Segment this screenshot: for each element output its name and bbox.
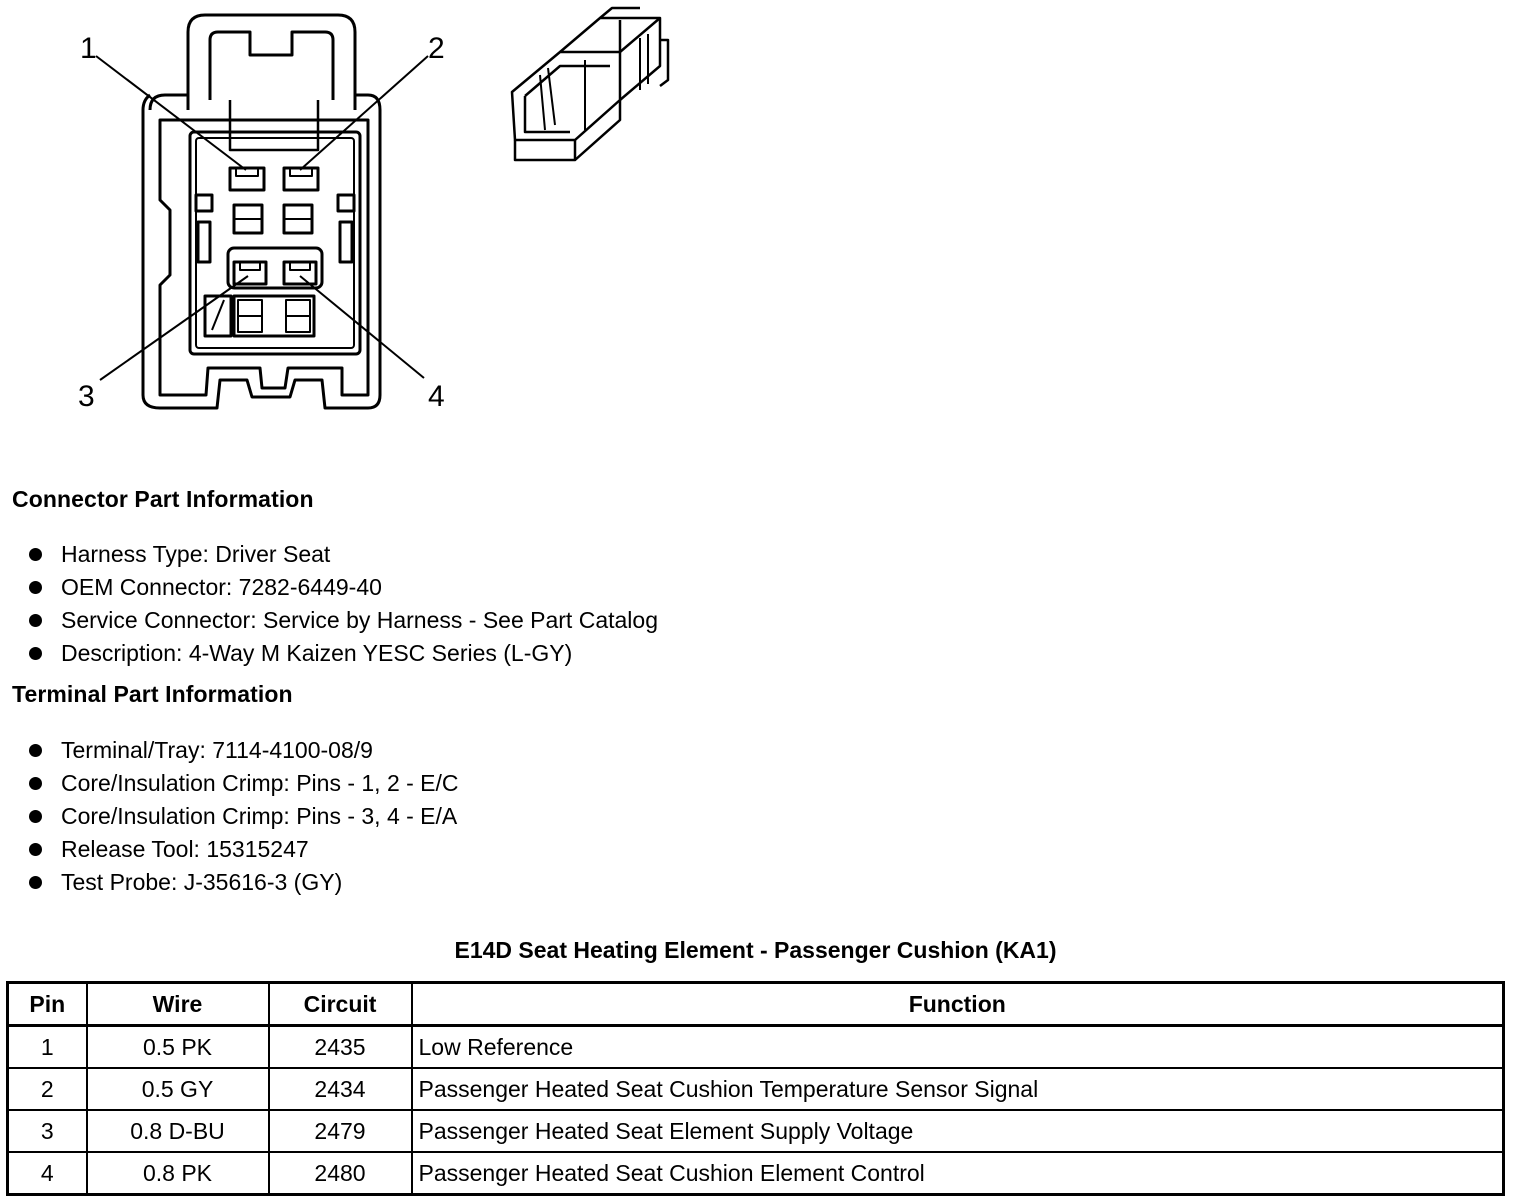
list-item: Service Connector: Service by Harness - … — [28, 604, 658, 637]
callout-3: 3 — [78, 380, 95, 413]
callout-1-leader — [95, 55, 247, 171]
bullet-icon — [29, 744, 42, 757]
circuit-cell: 2479 — [267, 1109, 413, 1153]
bullet-icon — [29, 876, 42, 889]
list-item: Harness Type: Driver Seat — [28, 538, 658, 571]
table-row: 3 0.8 D-BU 2479 Passenger Heated Seat El… — [6, 1109, 1505, 1153]
column-header-circuit: Circuit — [267, 981, 413, 1027]
column-header-pin: Pin — [6, 981, 88, 1027]
terminal-1-cavity — [228, 166, 266, 192]
table-header-row: Pin Wire Circuit Function — [6, 981, 1505, 1027]
terminal-info-list: Terminal/Tray: 7114-4100-08/9 Core/Insul… — [28, 734, 459, 899]
table-title: E14D Seat Heating Element - Passenger Cu… — [454, 937, 1057, 963]
pin-cell: 1 — [6, 1024, 88, 1069]
callout-1: 1 — [80, 32, 97, 65]
table-row: 4 0.8 PK 2480 Passenger Heated Seat Cush… — [6, 1151, 1505, 1196]
function-cell: Passenger Heated Seat Cushion Temperatur… — [410, 1067, 1505, 1111]
list-item: Description: 4-Way M Kaizen YESC Series … — [28, 637, 658, 670]
callout-4: 4 — [428, 380, 445, 413]
connector-diagram: 1 2 3 4 — [78, 6, 670, 413]
bullet-icon — [29, 777, 42, 790]
function-cell: Passenger Heated Seat Element Supply Vol… — [410, 1109, 1505, 1153]
connector-latch-inner — [208, 30, 335, 100]
connector-info-list: Harness Type: Driver Seat OEM Connector:… — [28, 538, 658, 670]
bullet-icon — [29, 843, 42, 856]
table-row: 1 0.5 PK 2435 Low Reference — [6, 1024, 1505, 1069]
callout-2: 2 — [428, 32, 445, 65]
function-cell: Passenger Heated Seat Cushion Element Co… — [410, 1151, 1505, 1196]
table-row: 2 0.5 GY 2434 Passenger Heated Seat Cush… — [6, 1067, 1505, 1111]
column-header-wire: Wire — [85, 981, 270, 1027]
wire-cell: 0.8 D-BU — [85, 1109, 270, 1153]
pin-cell: 4 — [6, 1151, 88, 1196]
connector-3d-view — [510, 6, 670, 162]
list-item: Test Probe: J-35616-3 (GY) — [28, 866, 459, 899]
column-header-function: Function — [410, 981, 1505, 1027]
callout-2-leader — [299, 55, 429, 171]
lower-terminal-frame — [226, 246, 324, 290]
pinout-table: Pin Wire Circuit Function 1 0.5 PK 2435 … — [6, 981, 1505, 1196]
list-item: Core/Insulation Crimp: Pins - 3, 4 - E/A — [28, 800, 459, 833]
circuit-cell: 2434 — [267, 1067, 413, 1111]
wire-cell: 0.5 GY — [85, 1067, 270, 1111]
function-cell: Low Reference — [410, 1024, 1505, 1069]
callout-4-leader — [299, 275, 425, 379]
bullet-icon — [29, 581, 42, 594]
wire-cell: 0.8 PK — [85, 1151, 270, 1196]
bullet-icon — [29, 647, 42, 660]
list-item: Release Tool: 15315247 — [28, 833, 459, 866]
circuit-cell: 2435 — [267, 1024, 413, 1069]
terminal-4-cavity — [282, 260, 318, 286]
terminal-3-cavity — [232, 260, 268, 286]
list-item: Core/Insulation Crimp: Pins - 1, 2 - E/C — [28, 767, 459, 800]
terminal-info-heading: Terminal Part Information — [12, 681, 293, 707]
list-item: OEM Connector: 7282-6449-40 — [28, 571, 658, 604]
bullet-icon — [29, 614, 42, 627]
cavity-frame — [188, 130, 362, 356]
list-item: Terminal/Tray: 7114-4100-08/9 — [28, 734, 459, 767]
connector-latch-outline — [186, 13, 357, 110]
bullet-icon — [29, 810, 42, 823]
pin-cell: 2 — [6, 1067, 88, 1111]
circuit-cell: 2480 — [267, 1151, 413, 1196]
bullet-icon — [29, 548, 42, 561]
callout-3-leader — [99, 275, 249, 381]
pin-cell: 3 — [6, 1109, 88, 1153]
wire-cell: 0.5 PK — [85, 1024, 270, 1069]
connector-body-outline — [141, 93, 382, 410]
connector-info-heading: Connector Part Information — [12, 486, 314, 512]
connector-body-inner — [158, 118, 370, 397]
